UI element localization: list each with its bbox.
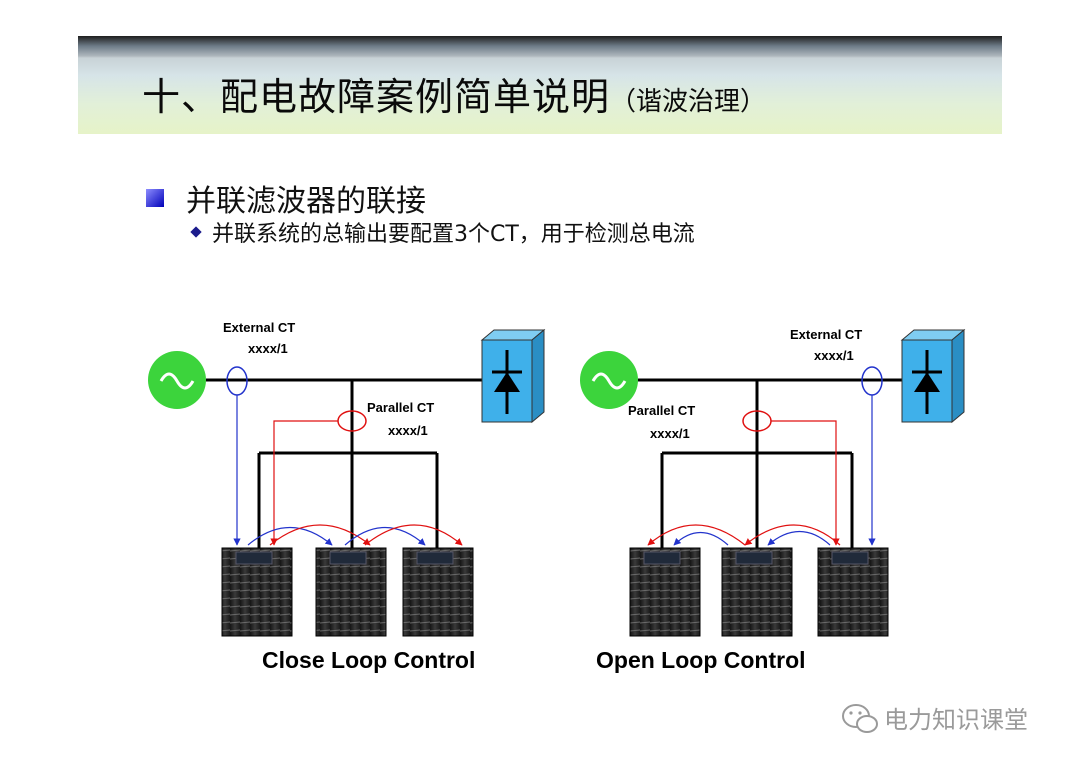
filter-cabinet-icon: [721, 547, 793, 637]
diode-load-icon: [900, 328, 966, 424]
external-ct-ratio: xxxx/1: [248, 341, 288, 356]
close-loop-diagram: External CT xxxx/1 Parallel CT xxxx/1 Cl…: [148, 320, 546, 673]
filter-cabinet-icon: [629, 547, 701, 637]
heading-text: 并联滤波器的联接: [186, 184, 426, 219]
parallel-ct-ratio: xxxx/1: [388, 423, 428, 438]
title-banner: 十、配电故障案例简单说明（谐波治理）: [78, 36, 1002, 134]
square-bullet-icon: [146, 189, 164, 207]
slide-title: 十、配电故障案例简单说明（谐波治理）: [142, 66, 766, 121]
close-loop-caption: Close Loop Control: [262, 647, 475, 673]
bullet-text: 并联系统的总输出要配置3个CT，用于检测总电流: [212, 222, 695, 247]
title-main: 十、配电故障案例简单说明: [142, 75, 611, 119]
filter-cabinet-icon: [315, 547, 387, 637]
ac-source-icon: [580, 351, 638, 409]
watermark-text: 电力知识课堂: [884, 706, 1028, 734]
parallel-ct-ratio: xxxx/1: [650, 426, 690, 441]
title-subtitle: （谐波治理）: [610, 87, 767, 117]
filter-cabinet-icon: [221, 547, 293, 637]
open-loop-diagram: External CT xxxx/1 Parallel CT xxxx/1 Op…: [580, 327, 966, 673]
filter-cabinet-icon: [402, 547, 474, 637]
wechat-icon: [842, 704, 878, 733]
parallel-ct-label: Parallel CT: [367, 400, 434, 415]
diode-load-icon: [480, 328, 546, 424]
external-ct-label: External CT: [223, 320, 295, 335]
external-ct-ratio: xxxx/1: [814, 348, 854, 363]
parallel-ct-label: Parallel CT: [628, 403, 695, 418]
section-heading: 并联滤波器的联接: [146, 176, 426, 220]
open-loop-caption: Open Loop Control: [596, 647, 806, 673]
watermark: 电力知识课堂: [884, 700, 1028, 735]
ac-source-icon: [148, 351, 206, 409]
filter-cabinet-icon: [817, 547, 889, 637]
bullet-item: 并联系统的总输出要配置3个CT，用于检测总电流: [190, 216, 695, 248]
external-ct-label: External CT: [790, 327, 862, 342]
